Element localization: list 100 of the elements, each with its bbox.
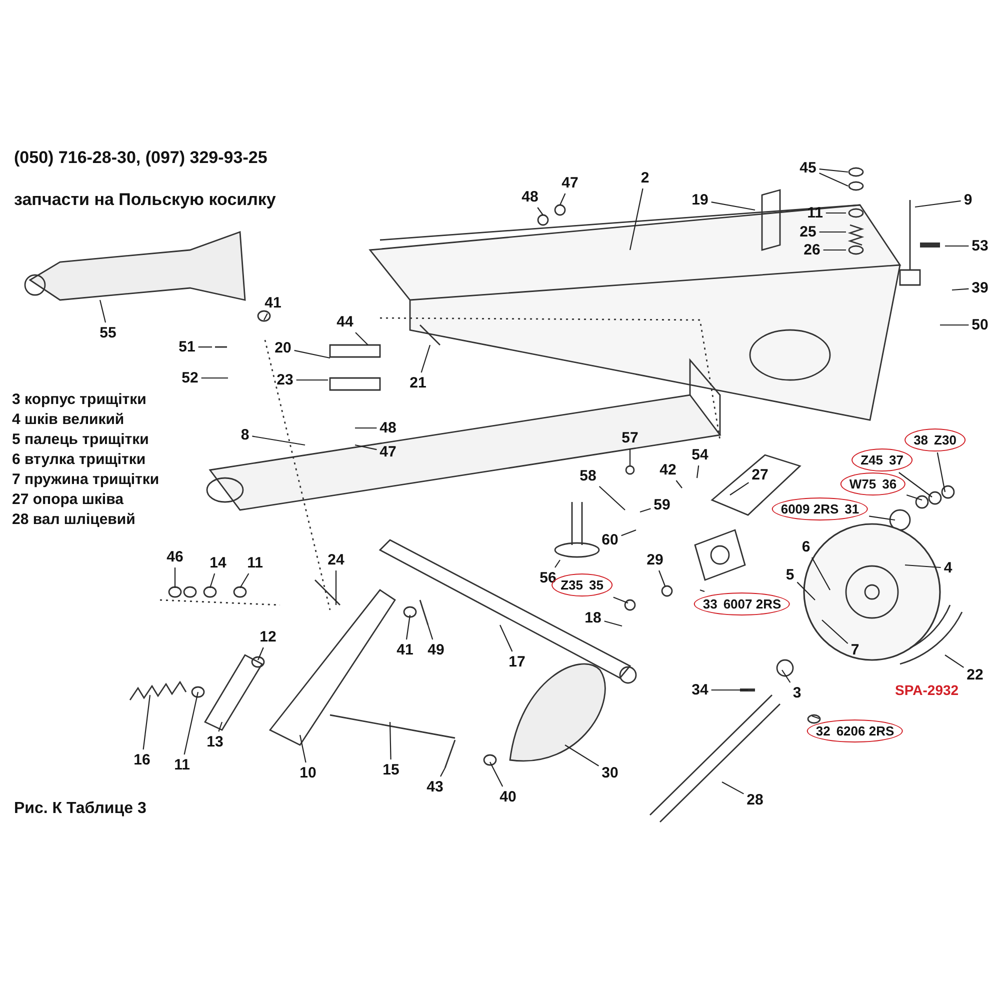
leader-line (604, 620, 622, 627)
leader-line (258, 647, 264, 660)
leader-line (560, 193, 566, 206)
leader-line (822, 620, 848, 644)
callout-number: 19 (690, 190, 710, 210)
leader-line (427, 624, 434, 640)
leader-line (440, 768, 446, 777)
callout-number: 56 (538, 568, 558, 588)
callout-number: 44 (334, 312, 356, 332)
leader-line (201, 377, 228, 379)
leader-line (936, 452, 946, 492)
callout-number: 54 (690, 446, 710, 464)
leader-line (198, 346, 212, 348)
leader-line (940, 324, 969, 326)
leader-line (218, 722, 223, 732)
leader-line (944, 654, 964, 668)
callout-number: 11 (805, 204, 825, 222)
callout-number: 20 (272, 338, 294, 358)
leader-line (406, 614, 411, 640)
title: запчасти на Польскую косилку (14, 190, 276, 210)
part-list-line: 28 вал шліцевий (12, 510, 136, 529)
callout-text: 37 (888, 452, 904, 468)
callout-number: 28 (744, 790, 766, 810)
callout-number: 11 (172, 756, 192, 774)
callout-number: 57 (620, 428, 640, 448)
leader-line (869, 516, 896, 521)
callout-number: 47 (378, 442, 398, 462)
callout-number: 46 (164, 548, 186, 566)
leader-line (796, 582, 816, 600)
callout-number: 2 (638, 168, 652, 188)
leader-line (537, 207, 544, 216)
leader-line (264, 313, 268, 320)
leader-line (294, 350, 330, 359)
callout-number: 16 (132, 750, 152, 770)
leader-line (722, 782, 744, 794)
leader-line (184, 692, 199, 755)
circled-callout (904, 428, 966, 452)
callout-text: Z30 (934, 432, 956, 448)
callout-number: 18 (582, 608, 604, 628)
leader-line (354, 444, 377, 450)
circled-callout (852, 448, 912, 472)
circled-callout (840, 472, 906, 496)
leader-line (826, 212, 846, 214)
leader-line (782, 670, 791, 683)
leader-line (952, 288, 969, 291)
leader-line (490, 762, 504, 787)
leader-line (99, 300, 106, 323)
callout-number: 14 (208, 554, 228, 572)
callout-number: 43 (424, 778, 446, 796)
leader-line (240, 573, 250, 588)
leader-line (819, 168, 848, 173)
leader-line (711, 202, 756, 211)
callout-number: 49 (426, 640, 446, 660)
callout-number: 53 (970, 236, 990, 256)
leader-line (142, 694, 151, 750)
leader-line (945, 245, 969, 247)
part-list-line: 7 пружина трищітки (12, 470, 160, 489)
leader-line (730, 482, 749, 496)
leader-line (898, 472, 932, 498)
leader-line (819, 172, 848, 186)
leader-line (711, 689, 748, 691)
callout-number: 55 (98, 324, 118, 342)
part-list-line: 5 палець трищітки (12, 430, 150, 449)
part-list-line: 4 шків великий (12, 410, 126, 429)
callout-number: 7 (848, 640, 862, 660)
callout-number: 22 (964, 666, 986, 684)
leader-line (696, 465, 700, 478)
circled-callout (772, 498, 868, 520)
callout-number: 39 (970, 278, 990, 298)
leader-line (598, 486, 626, 510)
phone-numbers: (050) 716-28-30, (097) 329-93-25 (14, 148, 268, 168)
caption: Рис. К Таблице 3 (14, 800, 146, 818)
leader-line (296, 379, 328, 381)
leader-line (629, 188, 644, 250)
leader-line (823, 249, 846, 251)
callout-text: 6206 2RS (836, 724, 894, 738)
leader-line (812, 715, 820, 720)
callout-number: 24 (326, 550, 346, 570)
leader-line (904, 564, 941, 568)
callout-number: 34 (690, 680, 710, 700)
leader-line (811, 557, 830, 590)
leader-line (700, 589, 705, 592)
callout-text: Z45 (860, 452, 883, 468)
callout-text: 6009 2RS (780, 502, 839, 516)
callout-text: 31 (844, 502, 860, 516)
callout-number: 12 (258, 628, 278, 646)
callout-number: 59 (652, 496, 672, 514)
circled-callout (694, 592, 790, 616)
leader-line (335, 570, 337, 605)
leader-line (906, 494, 922, 501)
callout-number: 25 (798, 222, 818, 242)
callout-number: 40 (498, 788, 518, 806)
callout-text: 6007 2RS (723, 596, 782, 612)
callout-text: 36 (882, 476, 897, 492)
callout-number: 17 (506, 652, 528, 672)
callout-number: 15 (380, 760, 402, 780)
callout-text: Z35 (560, 578, 583, 592)
callout-number: 29 (644, 550, 666, 570)
callout-number: 60 (600, 530, 620, 550)
callout-number: 52 (180, 368, 200, 388)
